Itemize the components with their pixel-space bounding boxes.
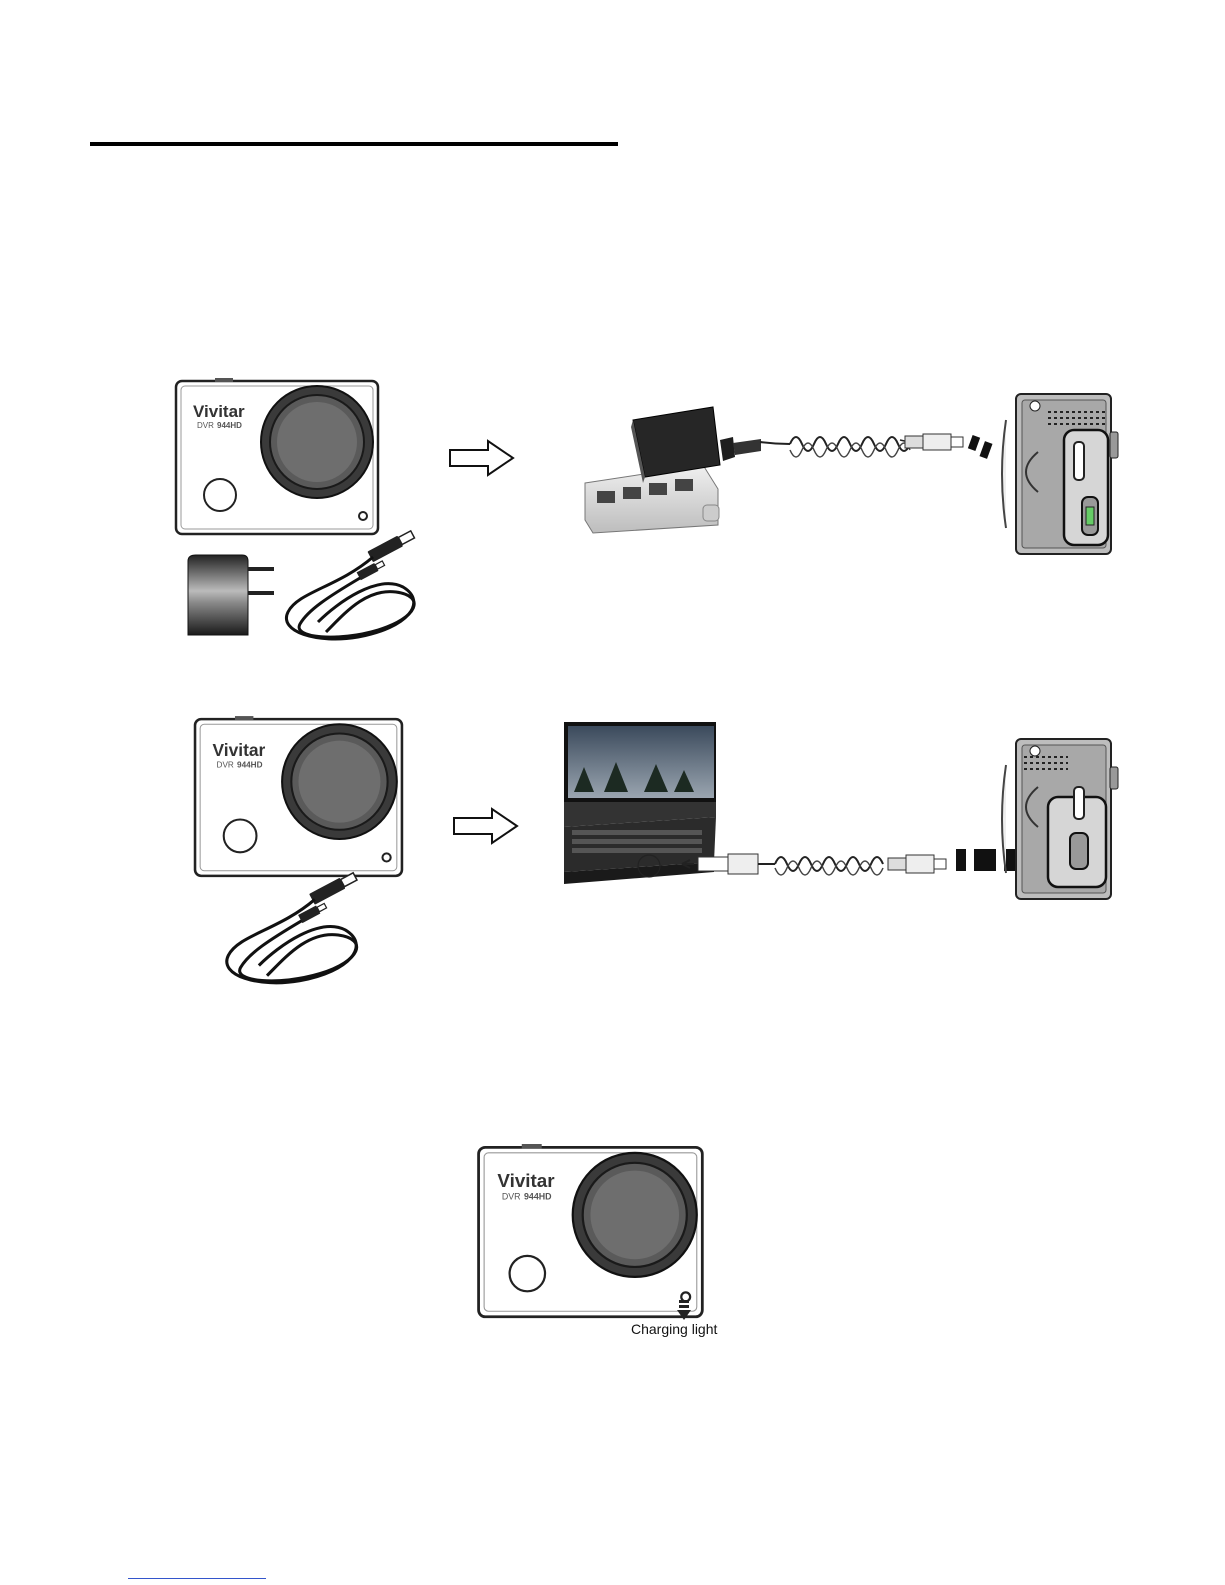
coiled-cable-icon: [660, 838, 960, 888]
camera-brand-text: Vivitar: [212, 740, 265, 760]
down-arrow-icon: [676, 1300, 692, 1322]
camera-brand-text: Vivitar: [193, 402, 245, 421]
coiled-cable-icon: [760, 410, 1020, 500]
usb-cable-icon: [217, 874, 377, 996]
camera-model-number: 944HD: [524, 1191, 552, 1201]
camera-model-number: 944HD: [237, 760, 263, 769]
usb-cable-icon: [278, 532, 433, 652]
arrow-right-icon: [452, 806, 520, 846]
camera-model-prefix: DVR: [217, 760, 234, 769]
camera-brand-text: Vivitar: [497, 1170, 555, 1191]
camera-side-ports-icon: [998, 737, 1118, 902]
camera-model-number: 944HD: [217, 421, 242, 430]
camera-front-icon: Vivitar DVR 944HD: [194, 716, 404, 878]
wall-adapter-icon: [184, 553, 279, 638]
arrow-right-icon: [448, 438, 516, 478]
footer-link-underline: [128, 1578, 266, 1579]
camera-model-prefix: DVR: [197, 421, 214, 430]
camera-front-icon: Vivitar DVR 944HD: [477, 1144, 705, 1319]
charging-light-label: Charging light: [631, 1321, 717, 1337]
camera-model-prefix: DVR: [502, 1191, 521, 1201]
camera-front-icon: Vivitar DVR 944HD: [175, 378, 380, 536]
section-header-rule: [90, 142, 618, 146]
power-strip-icon: [583, 405, 763, 535]
camera-side-ports-icon: [998, 392, 1118, 557]
